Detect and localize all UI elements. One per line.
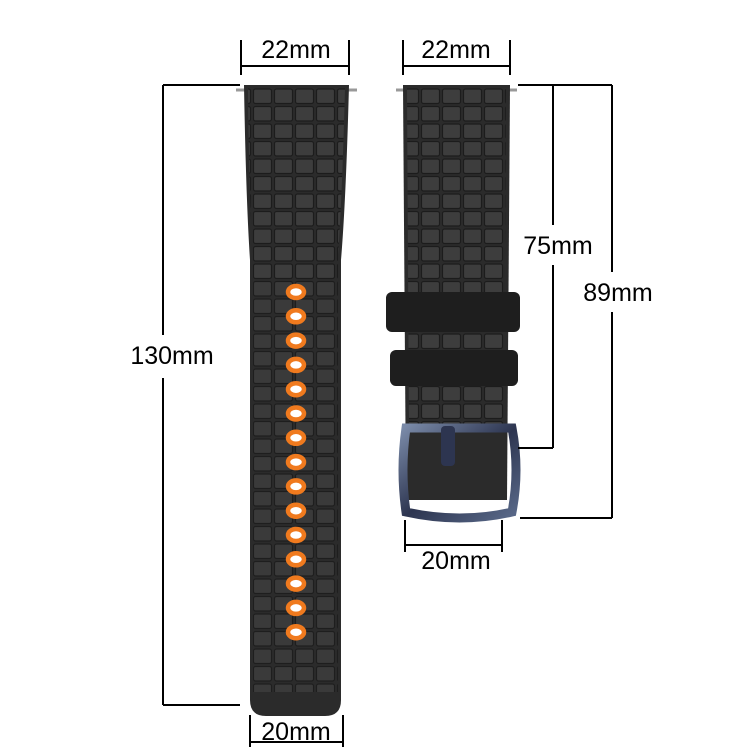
long-strap-texture xyxy=(248,88,345,282)
short-strap-texture xyxy=(407,88,506,430)
strap-hole xyxy=(285,356,307,374)
hole-group xyxy=(285,283,307,641)
strap-keeper xyxy=(386,292,520,332)
strap-hole xyxy=(285,478,307,495)
dimension-lines xyxy=(162,40,613,747)
strap-hole xyxy=(285,551,307,568)
buckle xyxy=(398,423,521,523)
strap-hole xyxy=(285,283,307,301)
strap-keeper xyxy=(390,350,518,386)
strap-hole xyxy=(285,429,307,447)
long-strap xyxy=(236,85,357,716)
strap-hole xyxy=(285,308,307,325)
strap-hole xyxy=(285,453,307,471)
strap-hole xyxy=(285,623,307,641)
short-top-width-label: 22mm xyxy=(421,36,490,64)
strap-hole xyxy=(285,332,307,349)
long-top-width-label: 22mm xyxy=(261,36,330,64)
buckle-tongue xyxy=(441,426,455,466)
strap-hole xyxy=(285,380,307,398)
strap-hole xyxy=(285,526,307,544)
buckle-width-label: 20mm xyxy=(421,547,490,575)
strap-hole xyxy=(285,405,307,422)
short-to-buckle-label: 75mm xyxy=(523,232,592,260)
strap-hole xyxy=(285,599,307,617)
long-length-label: 130mm xyxy=(130,342,213,370)
strap-hole xyxy=(285,502,307,519)
strap-hole xyxy=(285,575,307,592)
short-length-label: 89mm xyxy=(583,279,652,307)
short-strap xyxy=(386,85,521,523)
long-tip-width-label: 20mm xyxy=(261,718,330,746)
